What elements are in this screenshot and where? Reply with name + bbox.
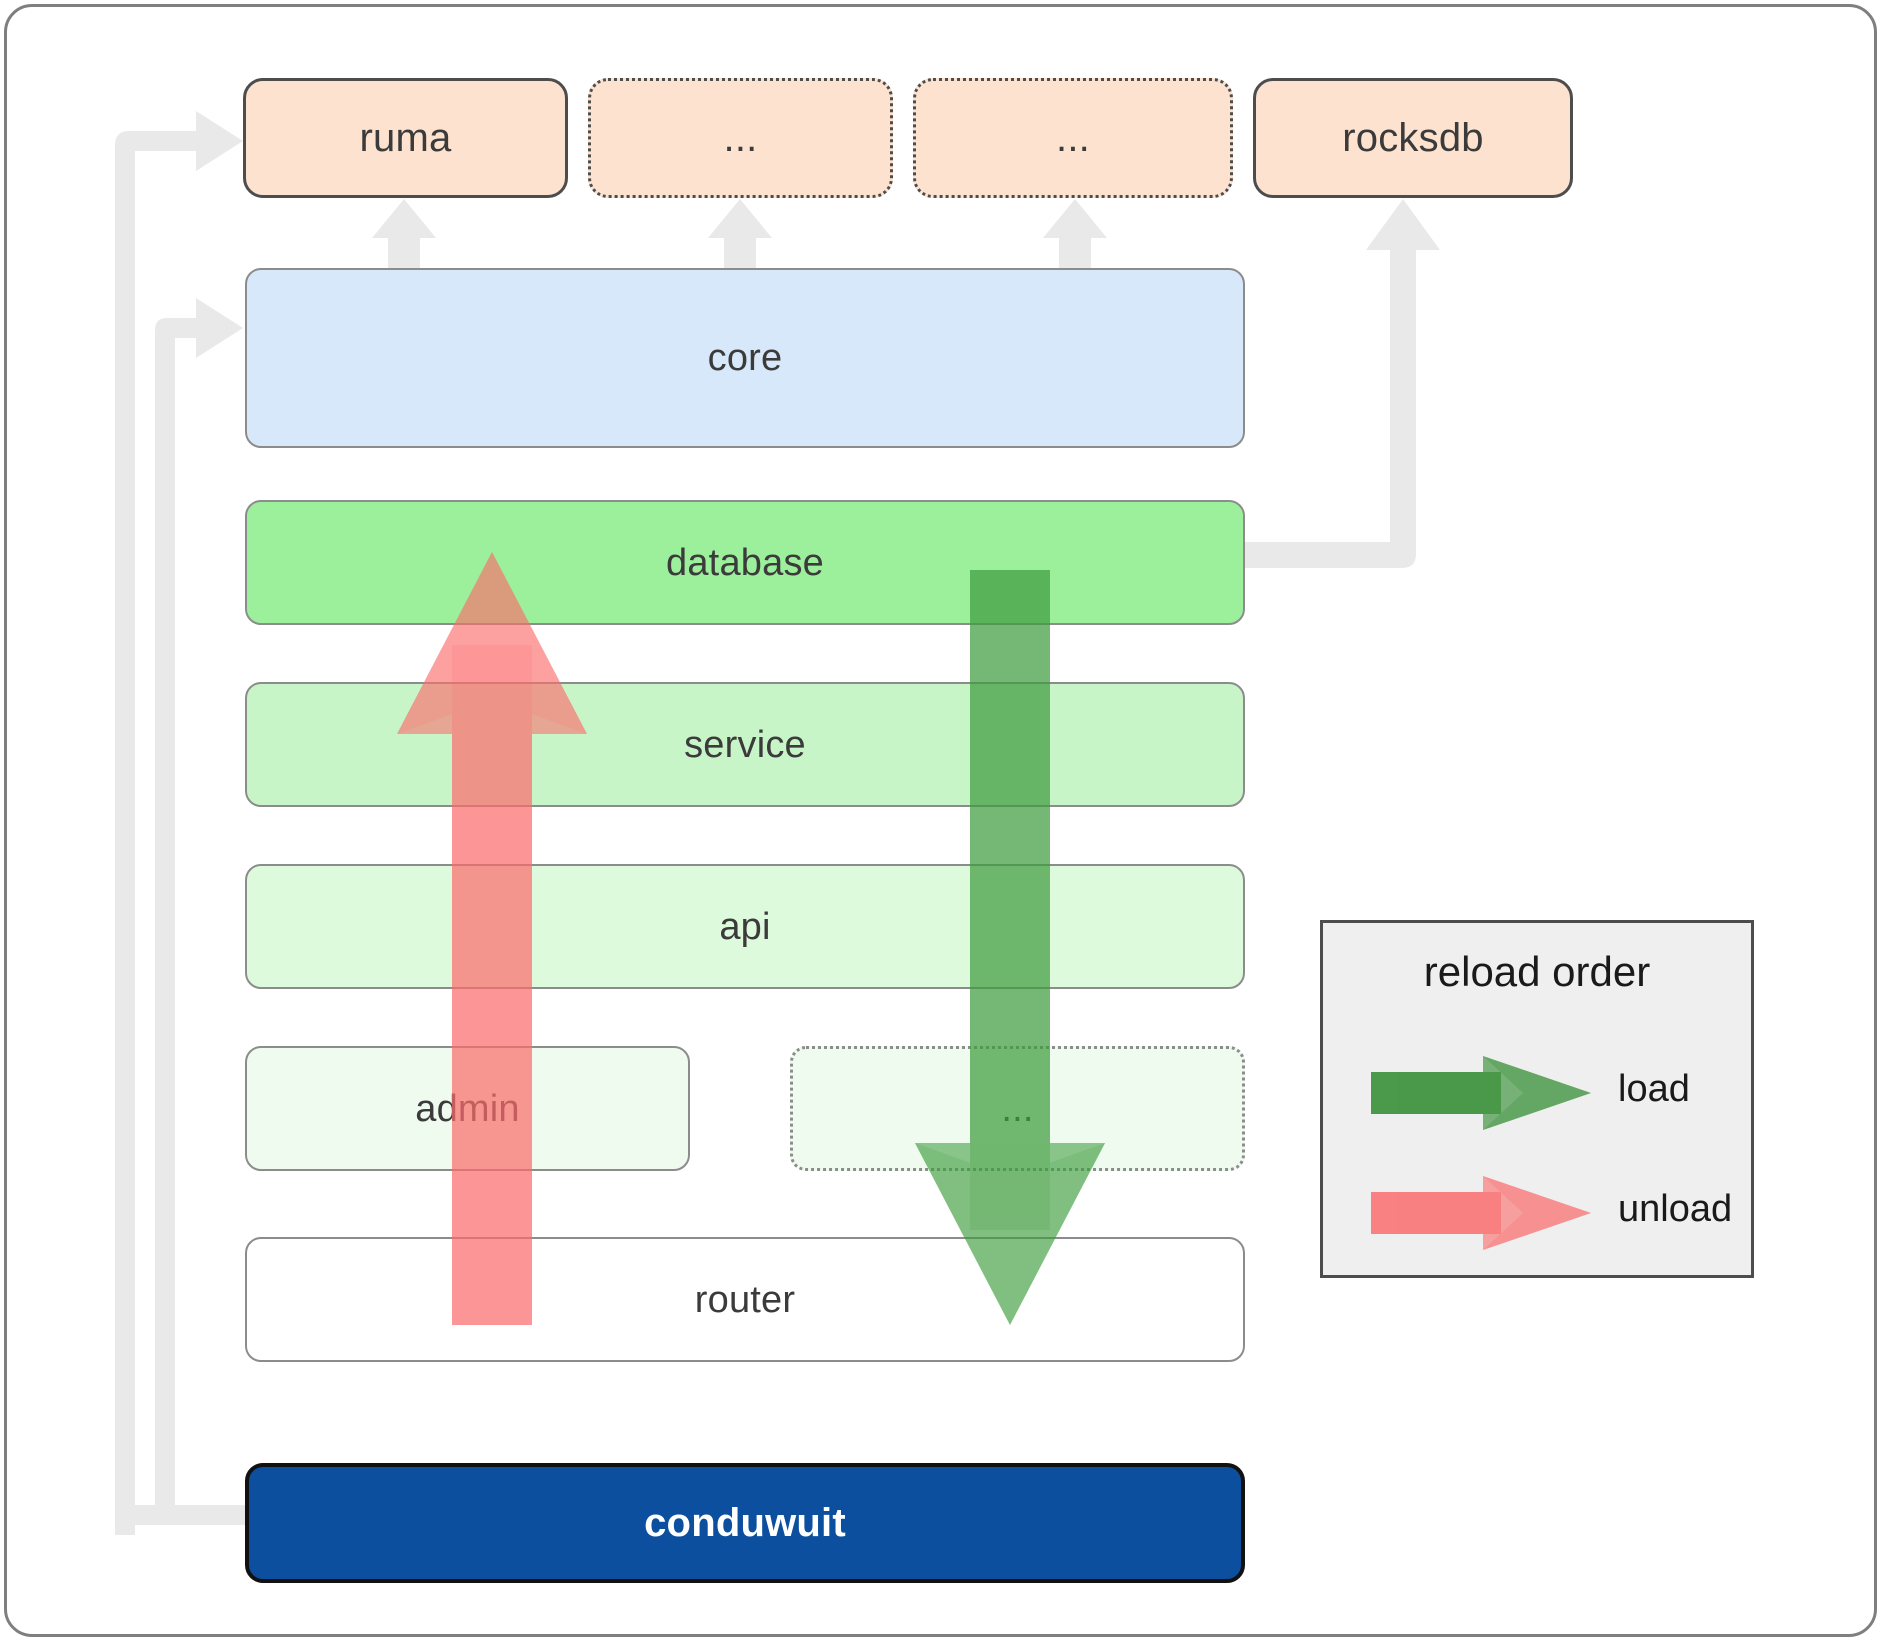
layer-label-api: api: [719, 905, 771, 948]
dependency-label-dep-a: ...: [723, 116, 758, 160]
layer-box-service[interactable]: service: [245, 682, 1245, 807]
legend-title: reload order: [1423, 948, 1651, 995]
binary-box-conduwuit[interactable]: conduwuit: [245, 1463, 1245, 1583]
layer-box-api[interactable]: api: [245, 864, 1245, 989]
layer-box-admin[interactable]: admin: [245, 1046, 690, 1171]
legend-load-label: load: [1618, 1068, 1690, 1110]
layer-box-router[interactable]: router: [245, 1237, 1245, 1362]
dependency-label-dep-b: ...: [1056, 116, 1090, 160]
legend-row-unload: unload: [1323, 1168, 1751, 1258]
legend-load-arrow-icon: [1371, 1056, 1591, 1130]
layer-box-database[interactable]: database: [245, 500, 1245, 625]
layer-label-dots: ...: [1001, 1087, 1034, 1130]
layer-box-core[interactable]: core: [245, 268, 1245, 448]
layer-label-admin: admin: [415, 1087, 520, 1130]
layer-label-core: core: [707, 337, 783, 379]
layer-label-service: service: [684, 723, 806, 766]
dependency-box-rocksdb[interactable]: rocksdb: [1253, 78, 1573, 198]
dependency-box-dep-b[interactable]: ...: [913, 78, 1233, 198]
binary-label-conduwuit: conduwuit: [644, 1501, 846, 1545]
layer-box-dots[interactable]: ...: [790, 1046, 1245, 1171]
legend-unload-label: unload: [1618, 1188, 1733, 1230]
dependency-label-rocksdb: rocksdb: [1342, 116, 1484, 160]
dependency-label-ruma: ruma: [359, 116, 452, 160]
legend-unload-arrow-icon: [1371, 1176, 1591, 1250]
dependency-box-ruma[interactable]: ruma: [243, 78, 568, 198]
legend-panel: reload order load unload: [1320, 920, 1754, 1278]
legend-row-load: load: [1323, 1048, 1751, 1138]
diagram-frame: [4, 4, 1877, 1637]
dependency-box-dep-a[interactable]: ...: [588, 78, 893, 198]
layer-label-router: router: [694, 1278, 796, 1321]
layer-label-database: database: [666, 541, 824, 584]
